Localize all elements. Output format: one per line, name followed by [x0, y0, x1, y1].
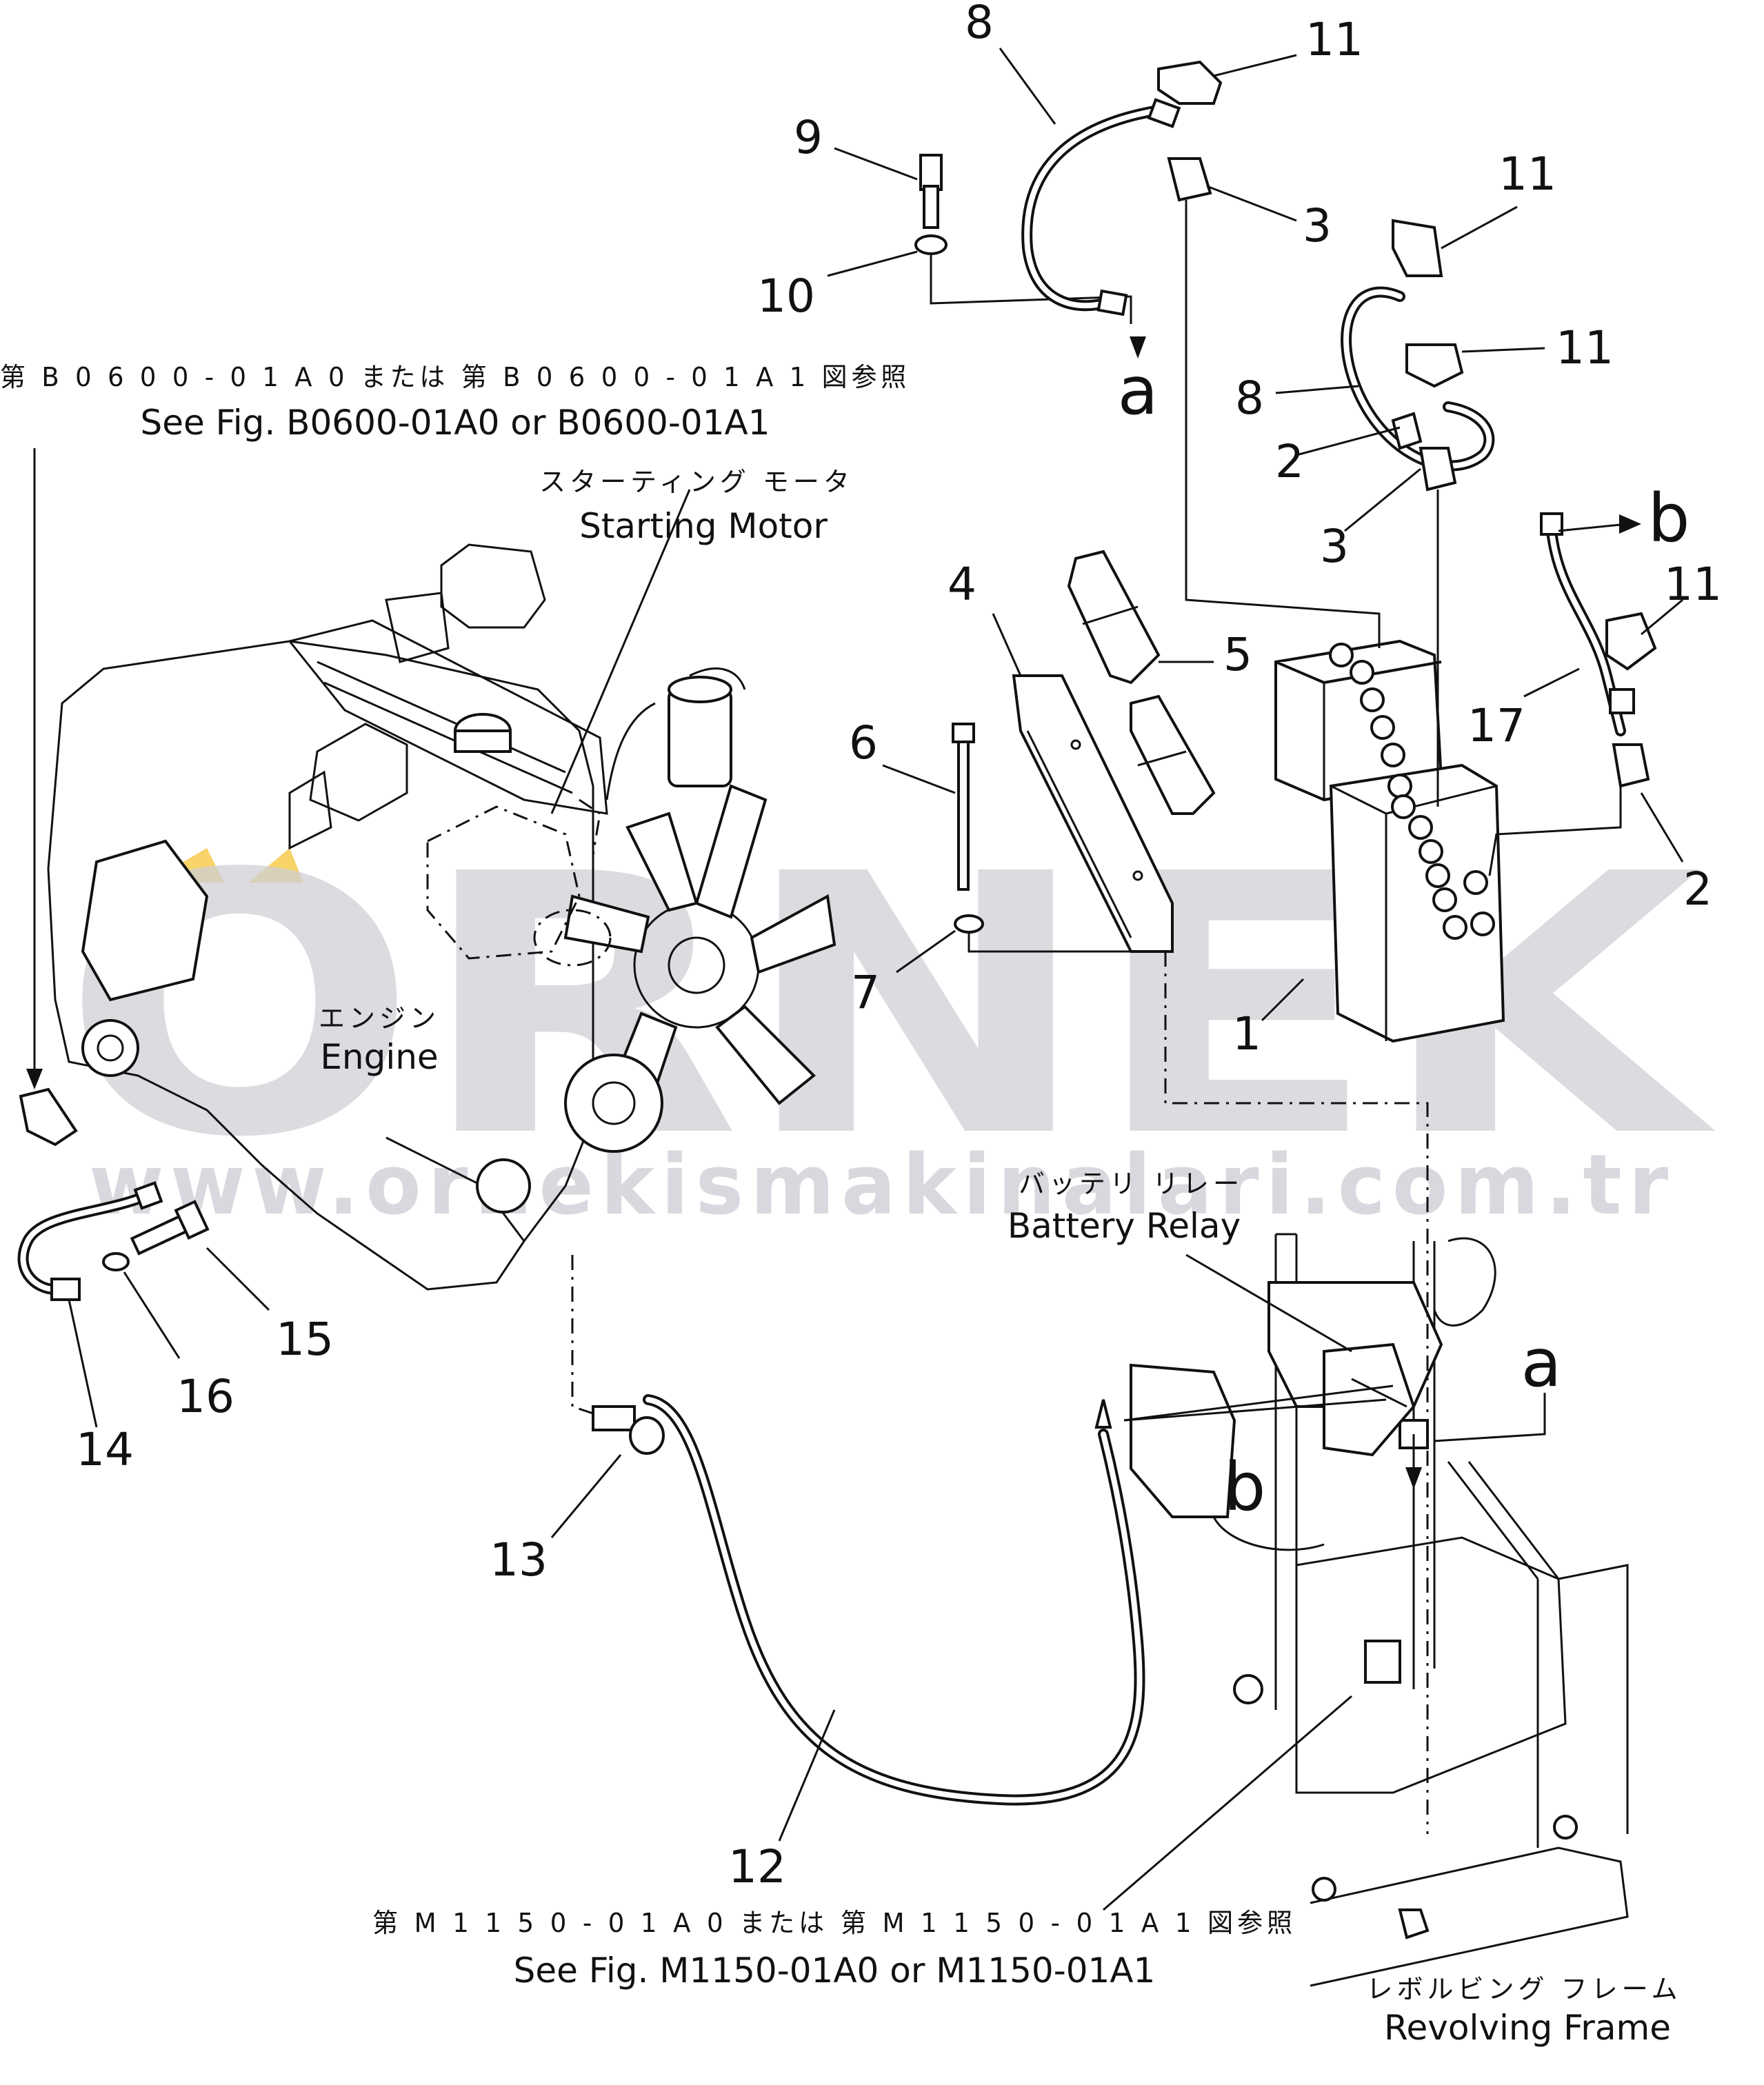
engine-ref-jp: 第 B 0 6 0 0 - 0 1 A 0 または 第 B 0 6 0 0 - …	[0, 362, 910, 392]
callout-8-top: 8	[965, 0, 994, 49]
battery-terminals	[1329, 643, 1495, 940]
engine-ref-en: See Fig. B0600-01A0 or B0600-01A1	[140, 403, 770, 443]
callout-16: 16	[177, 1370, 234, 1423]
starting-motor-label-jp: スターティング モータ	[539, 467, 854, 497]
engine-ground-cable	[17, 448, 210, 1301]
revolving-frame-label-jp: レボルビング フレーム	[1367, 1974, 1682, 2004]
callout-11-top: 11	[1305, 13, 1363, 66]
reference-notes: 第 B 0 6 0 0 - 0 1 A 0 または 第 B 0 6 0 0 - …	[0, 362, 1296, 1991]
watermark-url: www.ornekismakinalari.com.tr	[89, 1138, 1675, 1233]
component-labels: スターティング モータ Starting Motor エンジン Engine バ…	[319, 467, 1682, 2048]
frame-ref-jp: 第 M 1 1 5 0 - 0 1 A 0 または 第 M 1 1 5 0 - …	[372, 1908, 1296, 1938]
connection-letter-b-frame: b	[1224, 1449, 1266, 1526]
battery-relay-label: Battery Relay	[1008, 1206, 1241, 1246]
callout-17: 17	[1467, 699, 1525, 752]
callout-2-upper: 2	[1275, 435, 1304, 488]
callout-11-right: 11	[1556, 321, 1614, 374]
engine-assembly	[47, 543, 836, 1291]
callout-13: 13	[490, 1533, 548, 1587]
callout-15: 15	[276, 1313, 334, 1366]
callout-1: 1	[1232, 1007, 1261, 1060]
callout-11-upper-right: 11	[1499, 148, 1556, 201]
connection-letter-a-frame: a	[1521, 1324, 1562, 1402]
callout-11-battery: 11	[1664, 558, 1722, 611]
starting-motor-label: Starting Motor	[579, 506, 828, 546]
revolving-frame	[1130, 951, 1629, 1987]
callout-6: 6	[849, 716, 878, 769]
callout-3-top: 3	[1303, 199, 1332, 252]
callout-8-middle: 8	[1235, 372, 1264, 425]
frame-ref-en: See Fig. M1150-01A0 or M1150-01A1	[514, 1951, 1156, 1991]
connection-letter-b-cable: b	[1648, 480, 1690, 557]
watermark-accent-right	[248, 848, 303, 883]
battery-relay-label-jp: バッテリ リレー	[1019, 1169, 1243, 1199]
revolving-frame-label: Revolving Frame	[1384, 2008, 1671, 2048]
callout-2-lower: 2	[1683, 863, 1712, 916]
battery-assembly	[914, 60, 1657, 1043]
callout-9: 9	[794, 111, 823, 164]
connection-letters: a a b b	[1118, 352, 1690, 1526]
callout-12: 12	[728, 1840, 786, 1893]
engine-label-jp: エンジン	[319, 1003, 440, 1034]
engine-label: Engine	[320, 1037, 438, 1077]
part-callouts: 8 11 9 3 11 10 11 8 2 3 4 5 11 6 17 2 7 …	[76, 0, 1722, 1893]
leader-lines	[68, 48, 1684, 1911]
ground-cable-12	[571, 1255, 1145, 1806]
connection-letter-a-top: a	[1118, 352, 1159, 430]
callout-7: 7	[851, 966, 880, 1019]
callout-5: 5	[1223, 628, 1252, 681]
callout-14: 14	[76, 1423, 134, 1476]
callout-4: 4	[948, 558, 976, 611]
callout-10: 10	[757, 270, 815, 323]
callout-3-middle: 3	[1320, 520, 1349, 573]
